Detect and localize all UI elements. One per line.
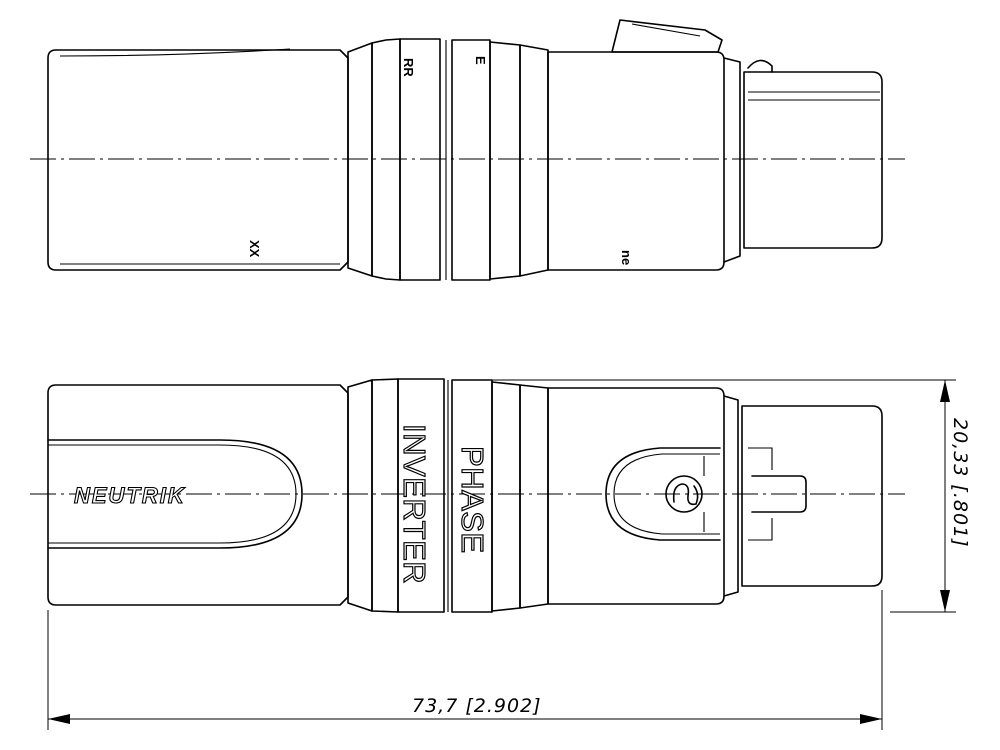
latch-tongue-guide bbox=[748, 447, 773, 541]
n-logo-icon-mark bbox=[672, 483, 699, 506]
bottom-inverter-ring bbox=[397, 378, 445, 613]
diameter-dimension-text: 20,33 [.801] bbox=[949, 418, 971, 548]
phase-label: PHASE bbox=[455, 446, 490, 554]
bottom-ring-1 bbox=[347, 379, 373, 612]
bottom-ring-3 bbox=[491, 381, 521, 612]
bottom-contact-insert bbox=[741, 405, 883, 587]
logo-oval-inner bbox=[48, 444, 297, 544]
top-latch-mark: ne bbox=[619, 250, 634, 265]
top-latch-spring bbox=[747, 59, 773, 73]
top-ring-2-text: E bbox=[473, 56, 488, 65]
top-ring-1-text: RR bbox=[401, 58, 416, 77]
bottom-ring-4 bbox=[519, 384, 549, 609]
top-latch-ridge bbox=[631, 23, 701, 37]
bottom-view: NEUTRIK INVERTER PHASE bbox=[30, 378, 905, 613]
top-ring-3 bbox=[489, 41, 521, 280]
top-inverter-ring bbox=[399, 38, 441, 281]
bottom-front-neck bbox=[723, 395, 739, 597]
top-latch-button bbox=[611, 19, 723, 53]
length-dimension-text: 73,7 [2.902] bbox=[412, 695, 542, 717]
top-ring-4 bbox=[519, 44, 549, 277]
brand-logo: NEUTRIK bbox=[74, 483, 186, 508]
latch-button-outline bbox=[605, 447, 721, 541]
length-arrow-right bbox=[860, 714, 882, 724]
dimension-length: 73,7 [2.902] bbox=[47, 590, 883, 730]
latch-button-inner bbox=[613, 453, 720, 535]
logo-oval bbox=[47, 439, 303, 549]
top-front-neck bbox=[723, 57, 741, 263]
bottom-rear-shell bbox=[47, 384, 349, 606]
top-view: RR E XX ne bbox=[30, 19, 905, 281]
inverter-label: INVERTER bbox=[397, 424, 432, 584]
top-front-shell bbox=[547, 51, 725, 271]
top-body-mark: XX bbox=[247, 240, 262, 258]
top-shell-edge bbox=[59, 48, 291, 57]
bottom-ring-1b bbox=[371, 378, 399, 613]
n-logo-icon bbox=[665, 475, 703, 513]
top-contact-insert bbox=[743, 71, 883, 249]
diameter-arrow-bottom bbox=[940, 590, 950, 612]
top-phase-ring bbox=[451, 39, 491, 281]
length-arrow-left bbox=[48, 714, 70, 724]
diameter-arrow-top bbox=[940, 380, 950, 402]
latch-tongue bbox=[751, 475, 807, 513]
dimension-diameter: 20,33 [.801] bbox=[470, 379, 971, 613]
top-rear-shell bbox=[47, 49, 349, 271]
